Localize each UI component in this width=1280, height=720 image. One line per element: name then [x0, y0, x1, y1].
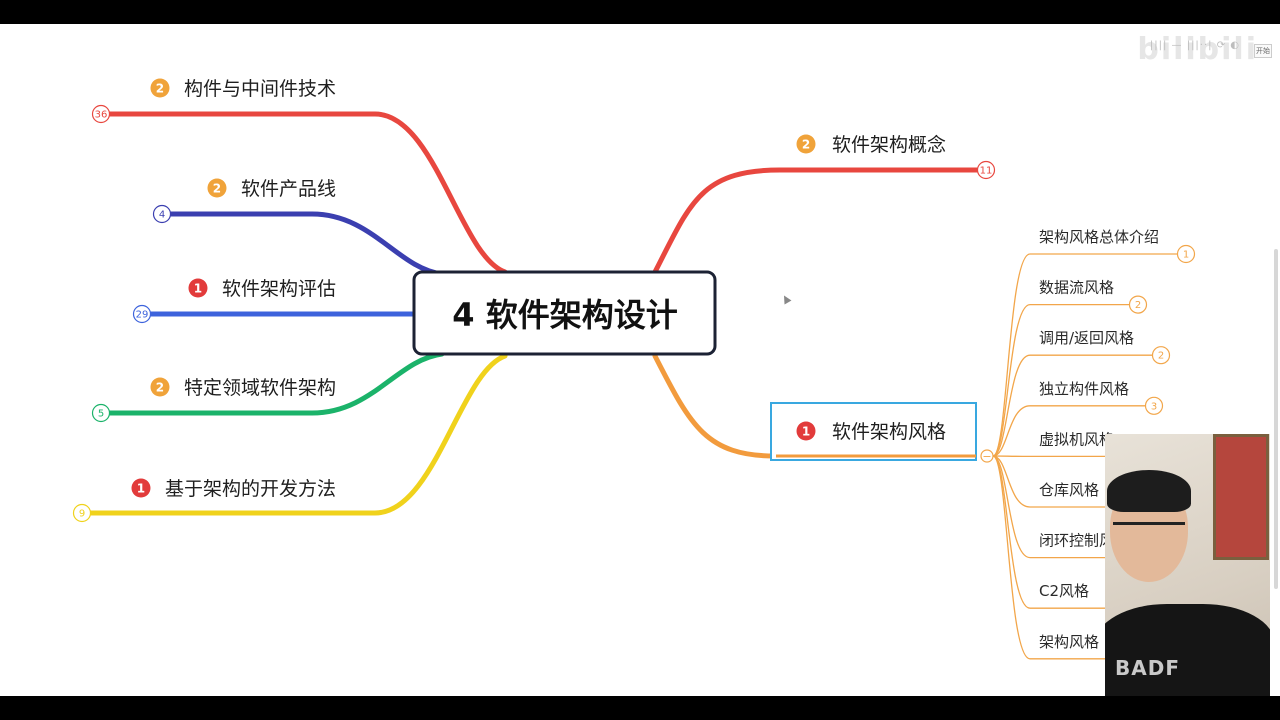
style-child-node[interactable]: C2风格 — [1039, 582, 1089, 600]
child-count: 2 — [1135, 300, 1141, 311]
style-child-label: 虚拟机风格 — [1039, 430, 1114, 448]
presenter-glasses — [1113, 522, 1185, 541]
child-count: 4 — [159, 210, 165, 221]
child-count-badge[interactable]: 36 — [91, 104, 111, 124]
priority-number: 1 — [194, 282, 202, 296]
collapse-toggle[interactable]: − — [980, 449, 994, 463]
branch-node[interactable]: 特定领域软件架构 2 5 — [91, 377, 337, 423]
priority-badge-icon: 1 — [131, 478, 151, 498]
style-child-label: 架构风格总体介绍 — [1039, 228, 1159, 246]
corner-start-button[interactable]: 开始 — [1254, 44, 1272, 58]
child-count: 3 — [1151, 401, 1157, 412]
child-line — [992, 455, 1105, 660]
style-child-node[interactable]: 架构风格总体介绍 1 — [1039, 228, 1196, 264]
style-child-label: 仓库风格 — [1039, 481, 1099, 499]
child-count-badge[interactable]: 11 — [976, 160, 996, 180]
child-count-badge[interactable]: 3 — [1144, 396, 1164, 415]
branch-node[interactable]: 软件产品线 2 4 — [152, 178, 337, 224]
style-child-label: C2风格 — [1039, 582, 1089, 600]
priority-number: 2 — [156, 82, 164, 96]
root-node-label: 4 软件架构设计 — [452, 296, 677, 334]
vertical-scrollbar[interactable] — [1274, 249, 1278, 589]
priority-badge-icon: 2 — [207, 178, 227, 198]
child-count: 9 — [79, 509, 85, 520]
branch-node-selected[interactable]: 1 软件架构风格 − — [770, 402, 994, 463]
priority-badge-icon: 1 — [796, 421, 816, 441]
presenter-hair — [1107, 470, 1191, 512]
child-count: 1 — [1183, 250, 1189, 261]
style-child-label: 独立构件风格 — [1039, 380, 1129, 398]
webcam-overlay: BADF — [1105, 434, 1270, 696]
branch-node-label: 构件与中间件技术 — [184, 78, 336, 100]
style-child-label: 闭环控制风 — [1039, 532, 1114, 550]
child-count: 11 — [980, 166, 993, 177]
branch-nodes: 构件与中间件技术236软件产品线24软件架构评估129特定领域软件架构25基于架… — [72, 78, 1196, 651]
root-node-box — [412, 270, 717, 356]
branch-connectors — [88, 111, 980, 516]
wall-frame — [1213, 434, 1269, 560]
branch-node[interactable]: 构件与中间件技术 2 36 — [91, 78, 337, 124]
branch-node-label: 基于架构的开发方法 — [165, 478, 336, 500]
style-child-label: 架构风格 — [1039, 633, 1099, 651]
branch-line — [107, 351, 445, 416]
child-count: 5 — [98, 409, 104, 420]
branch-node-label: 软件架构概念 — [832, 133, 946, 156]
style-child-node[interactable]: 数据流风格 2 — [1039, 279, 1148, 314]
priority-badge-icon: 2 — [796, 134, 816, 154]
priority-number: 2 — [802, 138, 810, 152]
style-child-node[interactable]: 架构风格 — [1039, 633, 1099, 651]
branch-node-label: 特定领域软件架构 — [184, 377, 336, 399]
toolbar-icons[interactable]: |||| — |||··| ⟳ ◐ — [1149, 40, 1240, 51]
child-count-badge[interactable]: 2 — [1151, 346, 1171, 365]
branch-line — [107, 111, 508, 275]
branch-line — [168, 211, 445, 277]
watermark-logo: bilibili — [1137, 32, 1258, 67]
root-node[interactable]: 4 软件架构设计 — [412, 270, 717, 356]
child-count-badge[interactable]: 5 — [91, 403, 111, 423]
style-child-label: 调用/返回风格 — [1039, 329, 1134, 347]
collapse-symbol: − — [982, 450, 991, 463]
child-count: 29 — [136, 310, 149, 321]
branch-line — [652, 353, 778, 459]
priority-number: 2 — [156, 381, 164, 395]
priority-number: 2 — [213, 182, 221, 196]
child-count: 36 — [95, 110, 108, 121]
style-child-node[interactable]: 调用/返回风格 2 — [1039, 329, 1171, 365]
child-count-badge[interactable]: 1 — [1176, 244, 1196, 264]
child-count-badge[interactable]: 29 — [132, 304, 152, 324]
style-child-label: 数据流风格 — [1039, 279, 1114, 297]
priority-number: 1 — [137, 482, 145, 496]
style-child-node[interactable]: 虚拟机风格 — [1039, 430, 1114, 448]
child-line — [992, 354, 1152, 457]
presenter-shirt — [1105, 604, 1270, 696]
branch-node-label: 软件架构风格 — [832, 421, 946, 443]
mind-map: 构件与中间件技术236软件产品线24软件架构评估129特定领域软件架构25基于架… — [72, 78, 1196, 660]
child-count-badge[interactable]: 2 — [1128, 295, 1148, 314]
priority-number: 1 — [802, 425, 810, 439]
style-child-node[interactable]: 闭环控制风 — [1039, 532, 1114, 550]
child-count-badge[interactable]: 9 — [72, 503, 92, 523]
child-line — [992, 455, 1105, 559]
branch-node-label: 软件架构评估 — [222, 278, 336, 300]
style-child-connectors — [992, 253, 1177, 660]
branch-node[interactable]: 基于架构的开发方法 1 9 — [72, 478, 337, 523]
child-line — [992, 405, 1145, 457]
branch-line — [652, 167, 980, 275]
branch-node-label: 软件产品线 — [241, 178, 336, 200]
child-count-badge[interactable]: 4 — [152, 204, 172, 224]
priority-badge-icon: 2 — [150, 78, 170, 98]
child-line — [992, 253, 1177, 457]
style-child-node[interactable]: 独立构件风格 3 — [1039, 380, 1164, 415]
branch-line — [88, 353, 508, 516]
child-count: 2 — [1158, 351, 1164, 362]
style-child-node[interactable]: 仓库风格 — [1039, 481, 1099, 499]
child-line — [992, 455, 1105, 508]
shirt-print: BADF — [1115, 656, 1180, 680]
branch-node[interactable]: 软件架构评估 1 29 — [132, 278, 337, 324]
priority-badge-icon: 1 — [188, 278, 208, 298]
branch-node[interactable]: 2 软件架构概念 11 — [796, 133, 996, 180]
priority-badge-icon: 2 — [150, 377, 170, 397]
child-line — [992, 303, 1129, 457]
